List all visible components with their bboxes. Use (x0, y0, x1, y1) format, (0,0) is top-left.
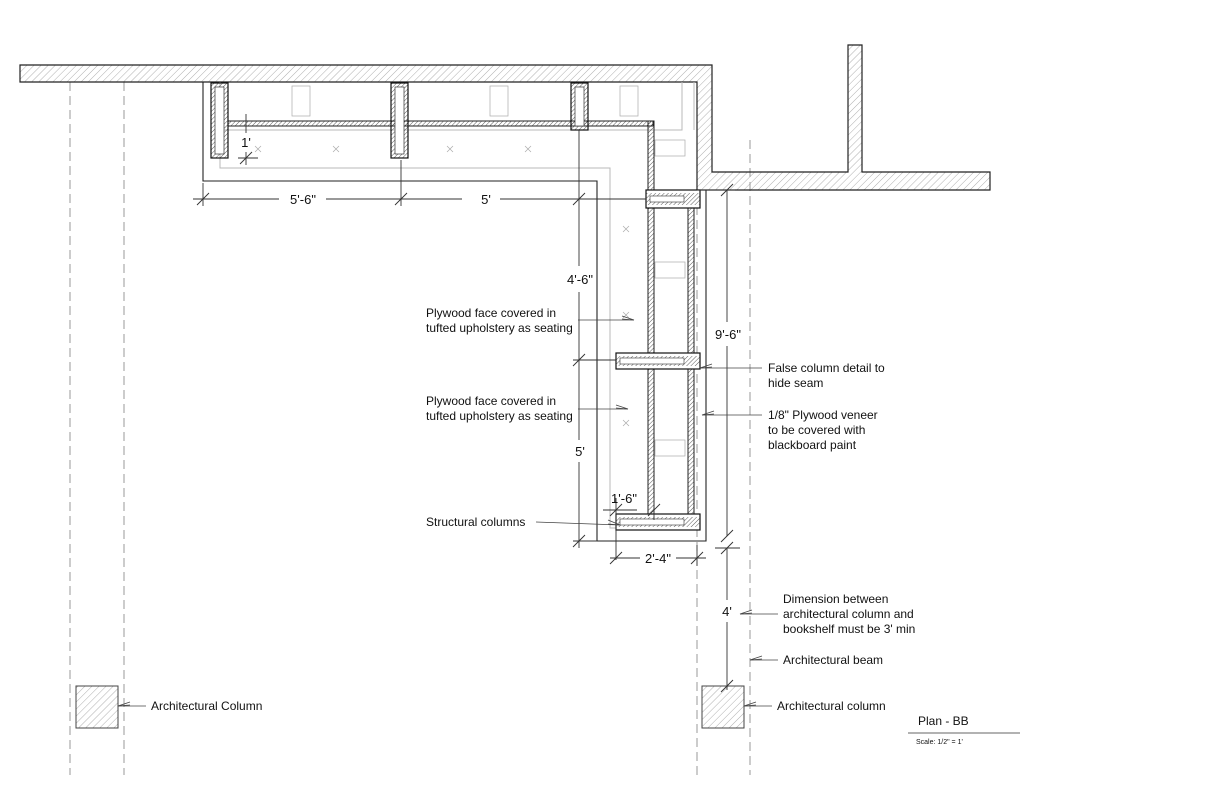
note-min-dimension: Dimension between architectural column a… (783, 592, 917, 636)
side-shelf-run (615, 120, 701, 531)
note-structural-columns: Structural columns (426, 515, 525, 529)
architectural-column-right (701, 685, 745, 729)
leader-lines (117, 315, 778, 707)
note-arch-beam: Architectural beam (783, 653, 883, 667)
dim-vertical-upper: 4'-6" (567, 272, 593, 287)
drawing-title: Plan - BB (918, 714, 969, 728)
dim-bottom-width: 2'-4" (645, 551, 671, 566)
dim-seat-depth: 1'-6" (611, 491, 637, 506)
building-walls (19, 44, 991, 191)
note-arch-column-left: Architectural Column (151, 699, 262, 713)
dim-depth-small: 1' (241, 135, 251, 150)
note-arch-column-right: Architectural column (777, 699, 886, 713)
note-false-column: False column detail to hide seam (768, 361, 888, 390)
beam-grid-lines (69, 82, 751, 775)
dim-vertical-lower: 5' (575, 444, 585, 459)
dim-top-left: 5'-6" (290, 192, 316, 207)
note-plywood-face-1: Plywood face covered in tufted upholster… (426, 306, 573, 335)
top-shelf-run (210, 82, 654, 159)
drawing-scale: Scale: 1/2" = 1' (916, 739, 963, 746)
note-veneer: 1/8" Plywood veneer to be covered with b… (768, 408, 881, 452)
dimension-lines (193, 114, 740, 693)
architectural-column-left (75, 685, 119, 729)
note-plywood-face-2: Plywood face covered in tufted upholster… (426, 394, 573, 423)
dim-column-gap: 4' (722, 604, 732, 619)
dim-overall-vertical: 9'-6" (715, 327, 741, 342)
dim-top-right: 5' (481, 192, 491, 207)
